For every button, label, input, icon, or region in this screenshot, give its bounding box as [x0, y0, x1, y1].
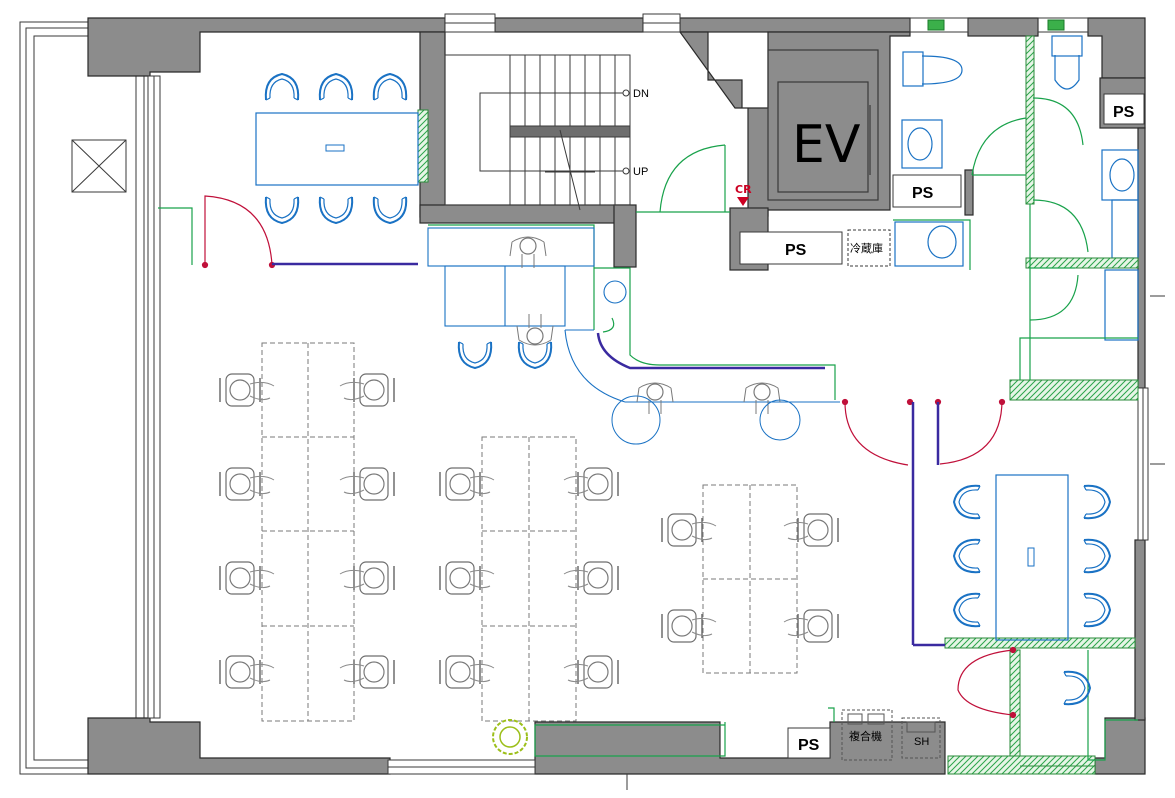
- stair-up-label: UP: [633, 166, 648, 178]
- plant-icon: [492, 719, 528, 755]
- ps-boxes: [739, 93, 1145, 759]
- drain-icon: [71, 139, 127, 193]
- stair-down-label: DN: [633, 88, 649, 100]
- doors: [201, 195, 1017, 719]
- shredder: [901, 717, 941, 759]
- restrooms: [894, 35, 1139, 341]
- structural-walls: [87, 17, 1146, 775]
- fridge-label: 冷蔵庫: [850, 241, 883, 255]
- balcony: [19, 21, 151, 775]
- fridge-box: [847, 229, 891, 267]
- copier-label: 複合機: [849, 729, 882, 743]
- glass-walls: [272, 262, 945, 647]
- table-outlet-icon: [1027, 547, 1035, 567]
- ps-label: PS: [912, 185, 934, 202]
- reception-chairs: [457, 236, 801, 445]
- windows: [147, 13, 1149, 775]
- stairwell: [444, 54, 631, 211]
- copier: [841, 709, 893, 761]
- elevator: [767, 49, 879, 201]
- ps-label: PS: [1113, 104, 1135, 121]
- vents: [909, 17, 1089, 33]
- room-outlines: [158, 97, 1138, 761]
- meeting-table: [255, 112, 419, 186]
- cr-label: CR: [735, 183, 752, 196]
- cr-marker-icon: [737, 197, 749, 206]
- grid-ticks: [626, 295, 1165, 790]
- meeting-table: [995, 474, 1069, 641]
- desk-clusters: [261, 342, 798, 722]
- partitions: [417, 35, 1139, 775]
- meeting-room-2: [953, 474, 1111, 706]
- table-outlet-icon: [325, 144, 345, 152]
- ps-label: PS: [798, 737, 820, 754]
- shredder-label: SH: [914, 736, 929, 748]
- elevator-label: EV: [792, 115, 861, 175]
- meeting-room-1: [255, 73, 419, 224]
- ps-label: PS: [785, 242, 807, 259]
